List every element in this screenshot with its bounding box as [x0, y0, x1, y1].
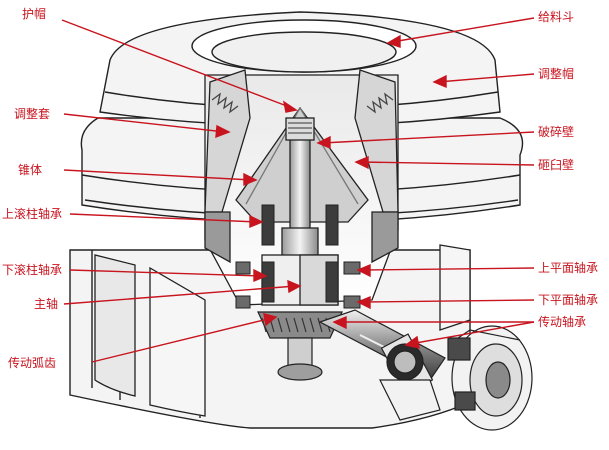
label-lower-roller-bearing: 下滚柱轴承 [2, 263, 63, 277]
main-shaft-assembly [261, 117, 339, 306]
label-breaking-wall: 破碎壁 [538, 125, 575, 139]
upper-roller-bearing-right [325, 204, 339, 246]
bevel-gear [257, 311, 343, 381]
label-hood: 护帽 [22, 7, 47, 21]
thrust-block-left-2 [235, 295, 251, 309]
label-drive-shaft-bearing: 传动轴承 [538, 315, 587, 329]
lower-roller-bearing-left [261, 261, 275, 303]
label-main-shaft: 主轴 [34, 297, 59, 311]
label-upper-plane-bearing: 上平面轴承 [538, 261, 599, 275]
label-adjusting-cap: 调整帽 [538, 67, 575, 81]
label-lower-plane-bearing: 下平面轴承 [538, 293, 599, 307]
label-adjusting-sleeve: 调整套 [14, 107, 51, 121]
upper-plane-bearing-block [343, 261, 361, 275]
lower-roller-bearing-right [325, 261, 339, 303]
upper-roller-bearing-left [261, 204, 275, 246]
bearings [235, 204, 361, 309]
label-bowl-liner: 砸臼壁 [538, 158, 575, 172]
label-drive-bevel-gear: 传动弧齿 [8, 356, 57, 370]
leader-lines [61, 17, 535, 363]
thrust-block-left-1 [235, 261, 251, 275]
frame-columns [94, 244, 471, 417]
label-upper-roller-bearing: 上滚柱轴承 [2, 207, 63, 221]
label-cone-body: 锥体 [18, 163, 43, 177]
label-feed-hopper: 给料斗 [538, 10, 575, 24]
drive-shaft [318, 309, 533, 431]
